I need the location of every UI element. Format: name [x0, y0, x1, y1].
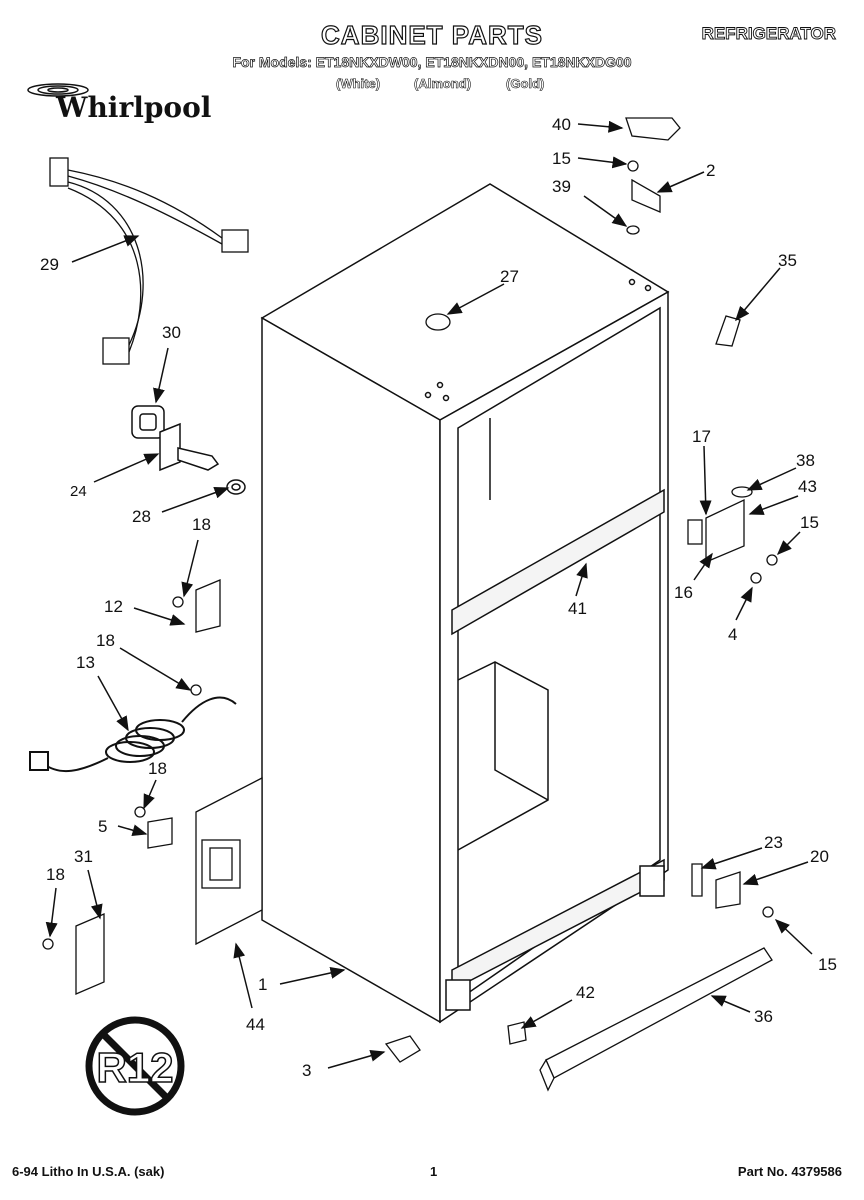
- cabinet-body: [260, 183, 670, 1024]
- callout-18b: 18: [96, 631, 115, 650]
- callout-44: 44: [246, 1015, 265, 1034]
- variant-white: (White): [336, 76, 381, 92]
- drain-parts: [131, 405, 246, 495]
- callout-40: 40: [552, 115, 571, 134]
- callout-5: 5: [98, 817, 107, 836]
- models-line: For Models: ET18NKXDW00, ET18NKXDN00, ET…: [232, 54, 632, 71]
- page-title: CABINET PARTS: [320, 19, 543, 50]
- callout-18d: 18: [46, 865, 65, 884]
- callout-18a: 18: [192, 515, 211, 534]
- callout-39: 39: [552, 177, 571, 196]
- variant-gold: (Gold): [506, 76, 545, 92]
- callout-4: 4: [728, 625, 737, 644]
- callout-31: 31: [74, 847, 93, 866]
- callout-20: 20: [810, 847, 829, 866]
- variant-almond: (Almond): [414, 76, 472, 92]
- callout-29: 29: [40, 255, 59, 274]
- callout-38: 38: [796, 451, 815, 470]
- callout-42: 42: [576, 983, 595, 1002]
- callout-15c: 15: [818, 955, 837, 974]
- whirlpool-logo: Whirlpool: [56, 91, 212, 124]
- screw-icons: [42, 160, 778, 950]
- callout-18c: 18: [148, 759, 167, 778]
- callout-16: 16: [674, 583, 693, 602]
- callout-15b: 15: [800, 513, 819, 532]
- doc-type-label: REFRIGERATOR: [701, 24, 836, 44]
- footer-part-number: Part No. 4379586: [737, 1164, 842, 1179]
- badge-text: R12: [96, 1044, 173, 1091]
- callout-3: 3: [302, 1061, 311, 1080]
- callout-17: 17: [692, 427, 711, 446]
- callout-35: 35: [778, 251, 797, 270]
- callout-43: 43: [798, 477, 817, 496]
- footer-litho: 6-94 Litho In U.S.A. (sak): [12, 1164, 165, 1179]
- callout-1: 1: [258, 975, 267, 994]
- callout-24: 24: [70, 483, 87, 500]
- callout-41: 41: [568, 599, 587, 618]
- callout-15: 15: [552, 149, 571, 168]
- callout-numbers: 40 15 2 39 35 27 29 30 24 28 18 12 18 13…: [40, 115, 837, 1080]
- callout-23: 23: [764, 833, 783, 852]
- wiring-harness-part: [49, 157, 249, 365]
- power-cord-part: [29, 696, 237, 773]
- leader-lines: [45, 120, 813, 1069]
- callout-27: 27: [500, 267, 519, 286]
- callout-2: 2: [706, 161, 715, 180]
- whirlpool-swirl-icon: [27, 83, 89, 97]
- footer-page-number: 1: [430, 1164, 438, 1179]
- callout-30: 30: [162, 323, 181, 342]
- callout-36: 36: [754, 1007, 773, 1026]
- callout-28: 28: [132, 507, 151, 526]
- callout-13: 13: [76, 653, 95, 672]
- callout-12: 12: [104, 597, 123, 616]
- rear-panel-part: [75, 117, 773, 1092]
- no-r12-badge: R12: [85, 1016, 185, 1116]
